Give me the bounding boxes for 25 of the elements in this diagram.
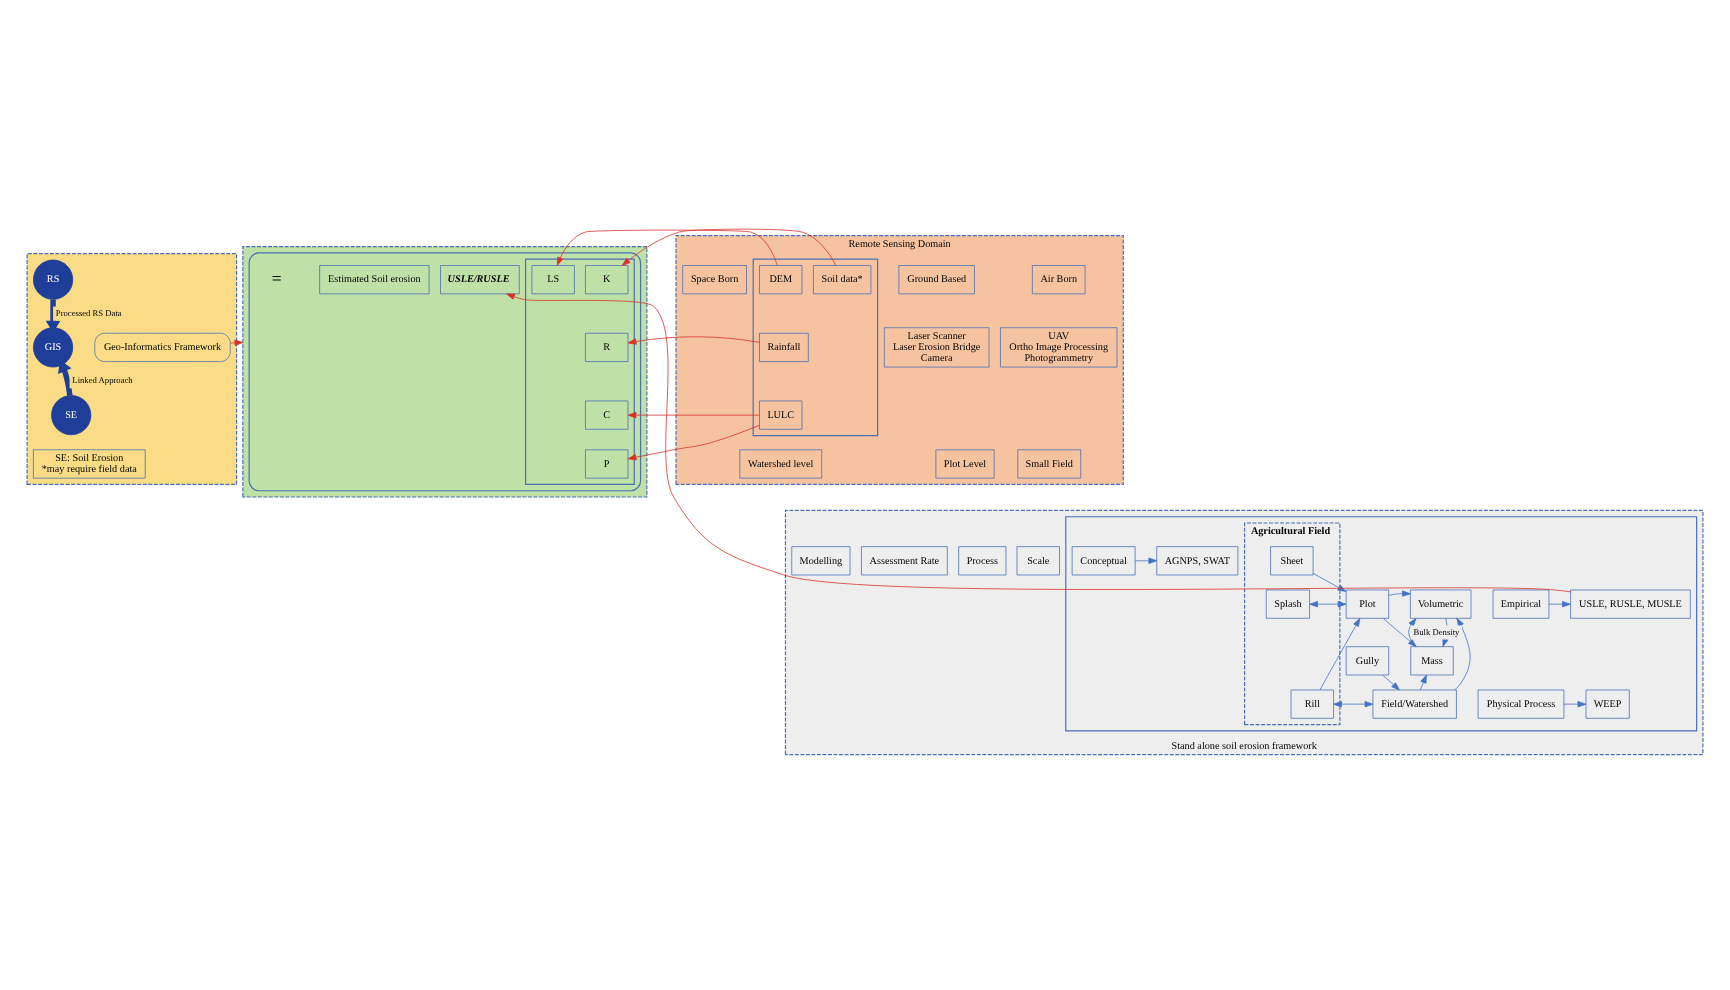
arrow [1333,701,1374,708]
arrow [1454,617,1471,691]
arrow [556,229,778,266]
arrow [1408,618,1417,647]
arrow [1563,701,1587,708]
label: = [271,268,282,289]
arrow [1319,618,1361,691]
arrow [1135,557,1158,564]
arrow [627,411,760,419]
arrow [1383,618,1417,647]
arrow [506,293,1571,593]
cluster [752,258,879,437]
arrow [45,299,61,333]
arrow [1309,601,1347,608]
cluster [1065,516,1698,732]
arrow [230,339,244,346]
arrow [627,336,760,345]
arrow [1382,674,1400,691]
arrow [621,228,837,266]
arrow [1388,590,1411,597]
arrow [627,424,760,461]
arrow [1419,674,1427,691]
arrow [1548,601,1571,608]
arrow [1312,573,1347,592]
arrow [58,360,73,396]
